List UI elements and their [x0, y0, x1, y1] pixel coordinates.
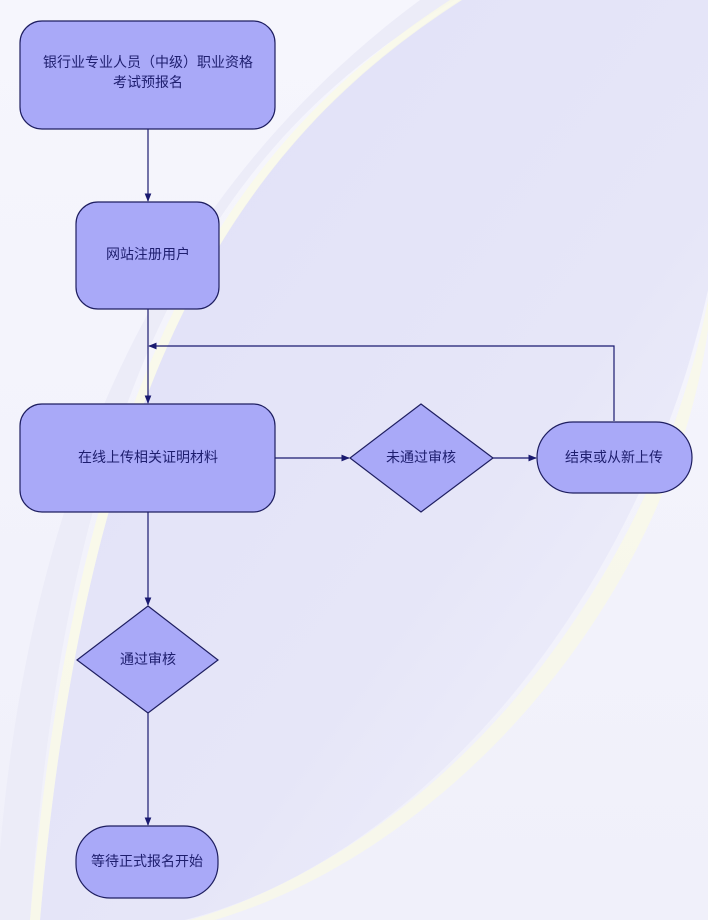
node-label: 在线上传相关证明材料: [78, 450, 218, 466]
node-label: 通过审核: [120, 652, 176, 668]
node-label: 等待正式报名开始: [91, 853, 203, 870]
node-approved: 通过审核: [76, 605, 219, 714]
node-pre-registration: 银行业专业人员（中级）职业资格 考试预报名: [19, 20, 276, 130]
node-upload-materials: 在线上传相关证明材料: [19, 403, 276, 513]
node-shape: [536, 421, 693, 494]
node-register-user: 网站注册用户: [75, 201, 220, 310]
node-shape: [75, 825, 219, 899]
node-shape: [76, 605, 219, 714]
node-shape: [19, 403, 276, 513]
node-label: 网站注册用户: [106, 246, 190, 263]
node-label-line2: 考试预报名: [113, 75, 183, 91]
node-end-or-reupload: 结束或从新上传: [536, 421, 693, 494]
node-shape: [19, 20, 276, 130]
node-not-approved: 未通过审核: [349, 403, 494, 513]
node-shape: [349, 403, 494, 513]
edge-n5-n3-loop: [148, 342, 615, 421]
node-label-line1: 银行业专业人员（中级）职业资格: [43, 55, 253, 71]
node-shape: [75, 201, 220, 310]
node-await-formal-registration: 等待正式报名开始: [75, 825, 219, 899]
node-label: 未通过审核: [386, 450, 456, 466]
node-label: 结束或从新上传: [565, 450, 663, 466]
